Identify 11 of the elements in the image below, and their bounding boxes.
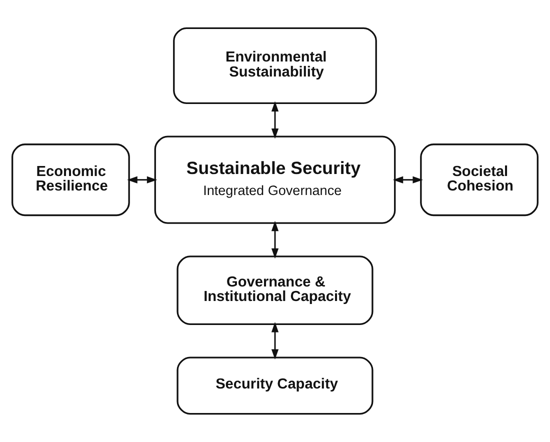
arrow: [271, 322, 279, 360]
node-box: Environmental Sustainability: [173, 27, 377, 104]
arrow: [392, 176, 423, 184]
arrow: [271, 220, 279, 259]
arrow: [271, 101, 279, 139]
node-box: Governance & Institutional Capacity: [176, 256, 374, 326]
node-box: Societal Cohesion: [420, 144, 538, 216]
node-box: Security Capacity: [176, 356, 374, 415]
arrow: [127, 176, 158, 184]
node-box: Economic Resilience: [12, 144, 130, 216]
node-box: Sustainable Security Integrated Governance: [154, 136, 396, 224]
